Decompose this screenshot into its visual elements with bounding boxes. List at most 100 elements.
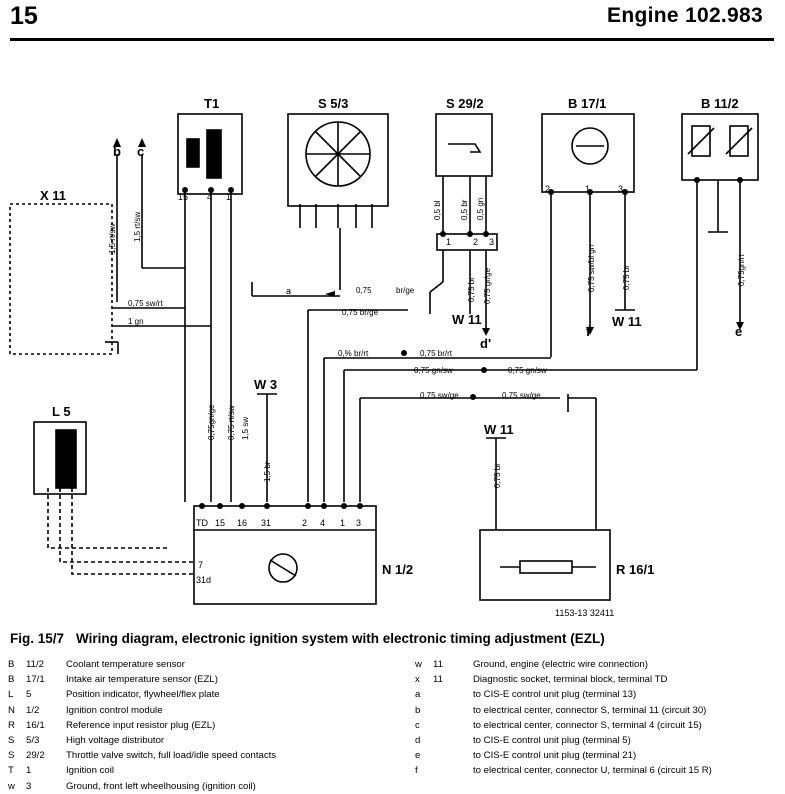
- wire-05bl: 0,5 bl: [433, 200, 442, 220]
- legend-code: T: [8, 765, 14, 777]
- legend-code: c: [415, 719, 420, 731]
- t1-winding-secondary: [206, 129, 222, 179]
- wire-1gn: 1 gn: [128, 317, 144, 326]
- pin-t1-4: 4: [207, 192, 212, 202]
- reference-number: 1153-13 32411: [555, 608, 614, 618]
- legend-code: N: [8, 704, 15, 716]
- legend-item: B 11/2 Coolant temperature sensor: [8, 657, 408, 672]
- pin-n-4: 4: [320, 518, 325, 528]
- wire-075br-s29: 0,75 br: [467, 277, 476, 302]
- label-s53: S 5/3: [318, 96, 348, 111]
- wire-brrt-b: 0,75 br/rt: [420, 349, 453, 358]
- wire-075brge: 0,75 br/ge: [342, 308, 379, 317]
- wire-brrt-a: 0,% br/rt: [338, 349, 369, 358]
- legend-item: f to electrical center, connector U, term…: [415, 763, 780, 778]
- label-b171: B 17/1: [568, 96, 606, 111]
- t1-winding-primary: [186, 138, 200, 168]
- legend-number: 3: [26, 780, 32, 792]
- legend-code: R: [8, 719, 15, 731]
- legend-description: Intake air temperature sensor (EZL): [66, 674, 218, 686]
- legend-number: 1/2: [26, 704, 40, 716]
- marker-e: e: [735, 324, 742, 339]
- legend-number: 5: [26, 689, 32, 701]
- pin-n-td: TD: [196, 518, 208, 528]
- legend-item: N 1/2 Ignition control module: [8, 703, 408, 718]
- wire-05gn: 0,5 gn: [476, 198, 485, 220]
- marker-c: c: [137, 144, 144, 159]
- legend-number: 16/1: [26, 719, 45, 731]
- pin-s29-1: 1: [446, 237, 451, 247]
- wire-15br: 1,5 br: [263, 461, 272, 482]
- n12-box: [193, 505, 377, 605]
- b112-box: [681, 113, 759, 181]
- label-x11: X 11: [40, 188, 66, 203]
- wiring-diagram: T1 S 5/3 S 29/2 B 17/1 B 11/2 X 11 L 5 N…: [9, 96, 759, 618]
- legend-description: Diagnostic socket, terminal block, termi…: [473, 674, 668, 686]
- legend-description: Ground, engine (electric wire connection…: [473, 659, 648, 670]
- pin-n-15: 15: [215, 518, 225, 528]
- legend-description: to CIS-E control unit plug (terminal 5): [473, 734, 631, 746]
- legend-description: Ignition coil: [66, 765, 114, 777]
- wire-075br-r16: 0,75 br: [493, 463, 502, 488]
- label-s292: S 29/2: [446, 96, 484, 111]
- pin-n-31: 31: [261, 518, 271, 528]
- marker-f: f: [586, 324, 591, 339]
- pin-t1-15: 15: [178, 192, 188, 202]
- legend-description: to CIS-E control unit plug (terminal 13): [473, 689, 637, 701]
- l5-box: [33, 421, 87, 495]
- pin-n-7: 7: [198, 560, 203, 570]
- legend-number: [433, 687, 473, 702]
- page-title: Engine 102.983: [607, 4, 763, 27]
- legend-code: B: [8, 674, 15, 686]
- legend-description: Ignition control module: [66, 704, 163, 716]
- legend-number: [433, 733, 473, 748]
- legend-code: B: [8, 659, 15, 670]
- pin-n-16: 16: [237, 518, 247, 528]
- pin-n-2: 2: [302, 518, 307, 528]
- wire-swge-a: 0,75 sw/ge: [420, 391, 459, 400]
- wire-075swrt: 0,75 sw/rt: [128, 299, 163, 308]
- legend-number: 11/2: [26, 659, 44, 670]
- wire-brge: br/ge: [396, 286, 415, 295]
- wire-075br-b17: 0,75 br: [622, 265, 631, 290]
- wire-075gnrt: 0,75gn/rt: [737, 254, 746, 286]
- legend-description: to CIS-E control unit plug (terminal 21): [473, 750, 637, 762]
- legend-code: w: [415, 659, 422, 670]
- label-t1: T1: [204, 96, 219, 111]
- legend-description: to electrical center, connector U, termi…: [473, 765, 712, 777]
- pin-s29-3: 3: [489, 237, 494, 247]
- pin-b17-2: 2: [545, 184, 550, 194]
- legend-code: x: [415, 674, 420, 686]
- legend-number: 17/1: [26, 674, 45, 686]
- legend-code: f: [415, 765, 418, 777]
- b171-box: [541, 113, 635, 193]
- pin-n-1: 1: [340, 518, 345, 528]
- pin-n-31d: 31d: [196, 575, 211, 585]
- page-number: 15: [10, 2, 38, 30]
- legend-description: Coolant temperature sensor: [66, 659, 185, 670]
- wire-075gnge: 0,75gn/ge: [207, 404, 216, 440]
- legend-number: 1: [26, 765, 32, 777]
- legend-code: a: [415, 689, 421, 701]
- marker-d: d': [480, 336, 491, 351]
- t1-box: [177, 113, 243, 195]
- legend-description: Throttle valve switch, full load/idle sp…: [66, 750, 277, 762]
- wire-15rtsw-c: 1,5 rt/sw: [133, 212, 142, 242]
- wire-075rtsw: 0,75 rt/sw: [227, 405, 236, 440]
- label-w11-r16: W 11: [484, 422, 514, 437]
- wire-075-a: 0,75: [356, 286, 372, 295]
- label-b112: B 11/2: [701, 96, 739, 111]
- s292-box: [435, 113, 493, 177]
